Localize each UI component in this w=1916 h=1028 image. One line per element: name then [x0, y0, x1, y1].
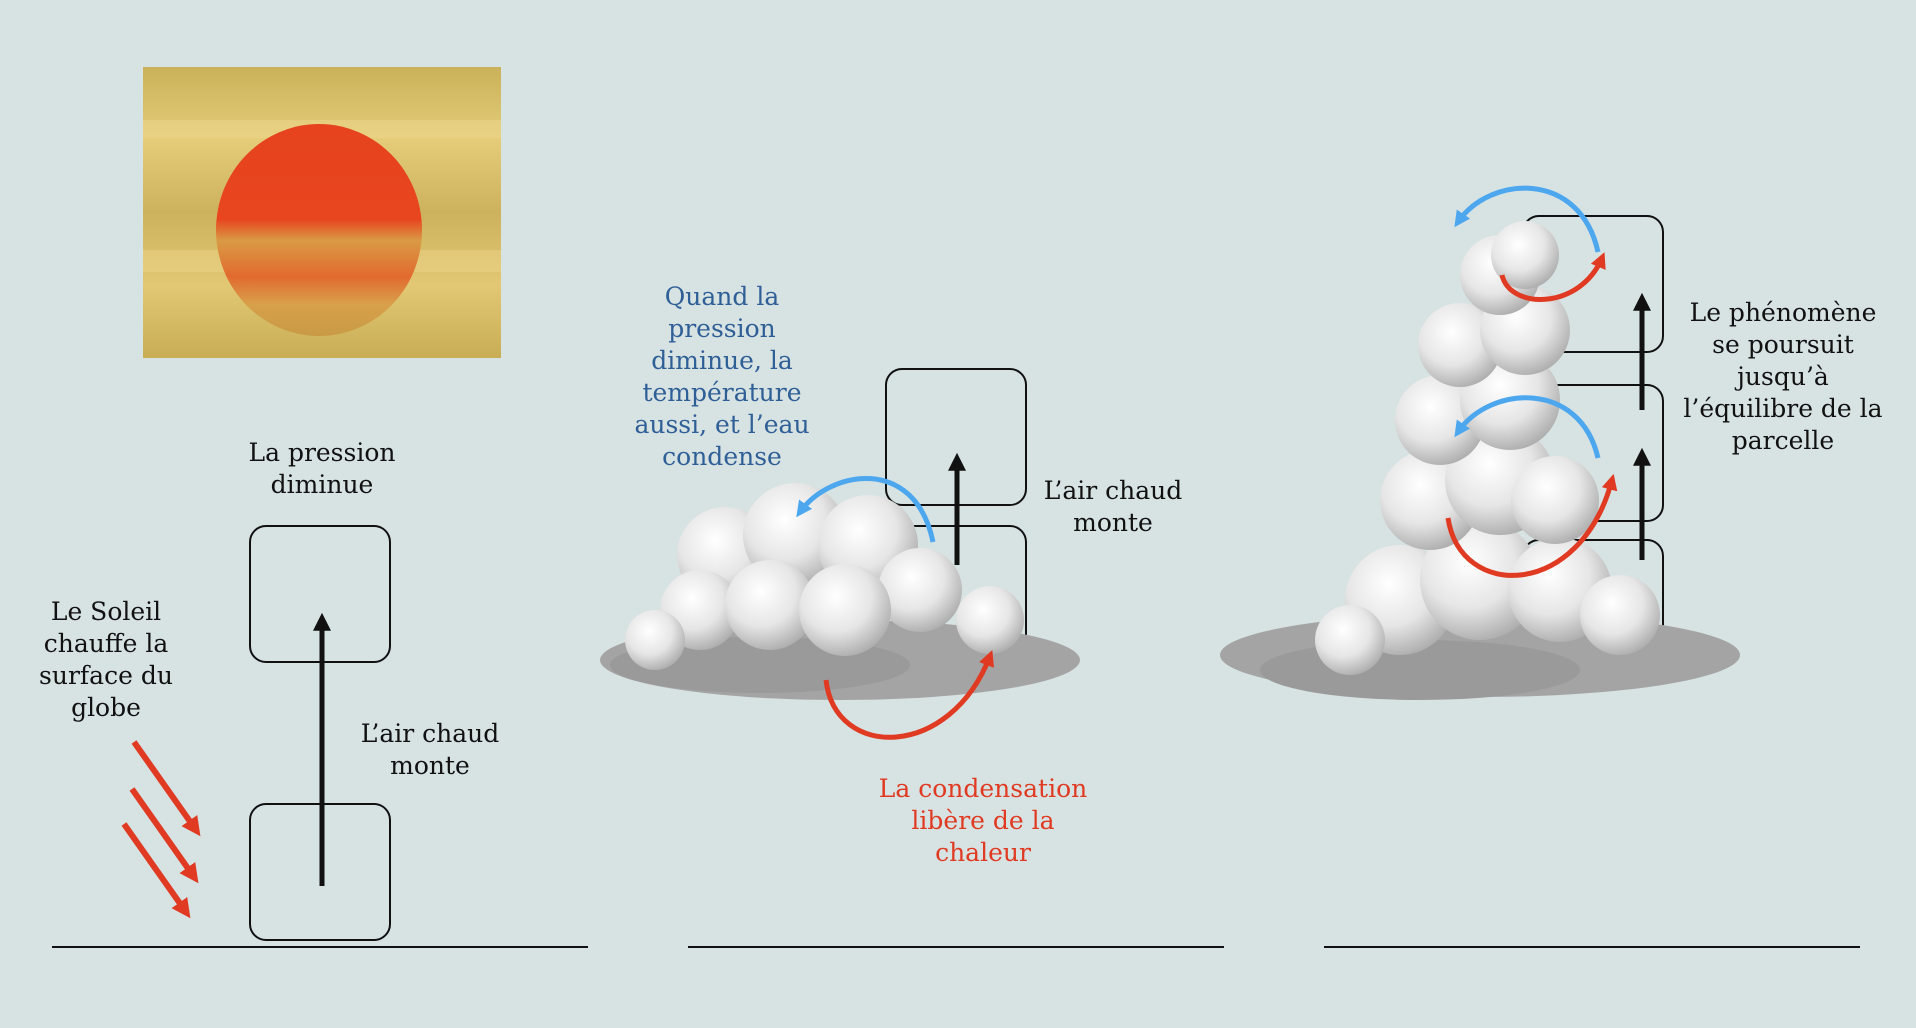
sun-rays [121, 740, 201, 919]
red-heat-arrow [1499, 252, 1606, 302]
warm-air-rises-label-2: L’air chaud monte [1043, 476, 1183, 537]
cumulonimbus-image [1220, 221, 1740, 700]
condensation-cooling-label: Quand la pression diminue, la températur… [634, 282, 810, 471]
sun-heats-surface-label: Le Soleil chauffe la surface du globe [39, 597, 173, 722]
red-heat-arrow [131, 740, 201, 837]
warm-air-rises-label-1: L’air chaud monte [360, 719, 500, 780]
phenomenon-continues-label: Le phénomène se poursuit jusqu’à l’équil… [1683, 298, 1883, 455]
sun-image [143, 67, 501, 358]
blue-cooling-arrow [1454, 185, 1601, 253]
red-heat-arrow [823, 650, 995, 740]
red-heat-arrow [121, 822, 191, 919]
pressure-decreases-label: La pression diminue [248, 438, 396, 499]
red-heat-arrow [129, 787, 199, 884]
blue-cooling-arrow [1454, 395, 1601, 459]
red-heat-arrow [1445, 473, 1618, 578]
cloud-image [600, 483, 1080, 700]
blue-cooling-arrow [796, 476, 936, 543]
condensation-heat-label: La condensation libère de la chaleur [878, 774, 1088, 867]
